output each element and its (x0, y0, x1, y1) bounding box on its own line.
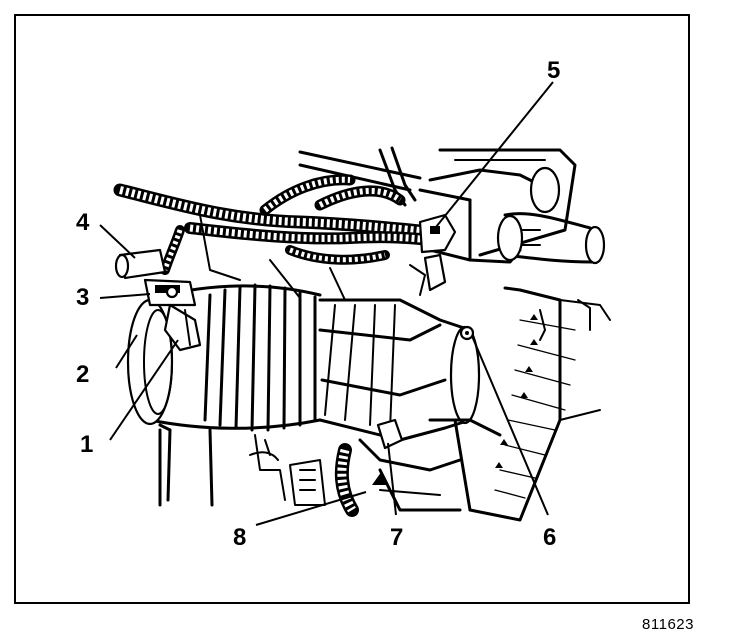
wiring-harness (113, 174, 438, 517)
electrical-connector-5 (409, 213, 457, 296)
figure-id: 811623 (642, 616, 694, 633)
leader-line-2 (115, 334, 138, 369)
leader-line-6 (471, 335, 549, 516)
lower-engine-structure (158, 418, 502, 512)
leader-line-1 (109, 339, 179, 441)
diagram-frame (14, 14, 690, 604)
callout-7: 7 (390, 524, 403, 551)
radiator-fins (453, 286, 611, 522)
callout-2: 2 (76, 361, 89, 388)
leader-line-7 (387, 442, 397, 516)
intake-air-duct (126, 283, 481, 442)
leader-lines (99, 81, 554, 526)
leader-line-3 (99, 293, 151, 299)
leader-line-4 (99, 224, 136, 259)
callout-5: 5 (547, 57, 560, 84)
leader-line-5 (435, 81, 554, 228)
callout-3: 3 (76, 284, 89, 311)
sensor-and-clamp (114, 248, 202, 352)
callout-4: 4 (76, 209, 90, 236)
fastener-6 (459, 325, 475, 341)
callout-6: 6 (543, 524, 556, 551)
callout-1: 1 (80, 431, 93, 458)
callout-labels: 1 2 3 4 5 6 7 8 (76, 57, 560, 551)
throttle-valve-assembly (418, 148, 606, 265)
leader-line-8 (255, 491, 367, 526)
callout-8: 8 (233, 524, 246, 551)
